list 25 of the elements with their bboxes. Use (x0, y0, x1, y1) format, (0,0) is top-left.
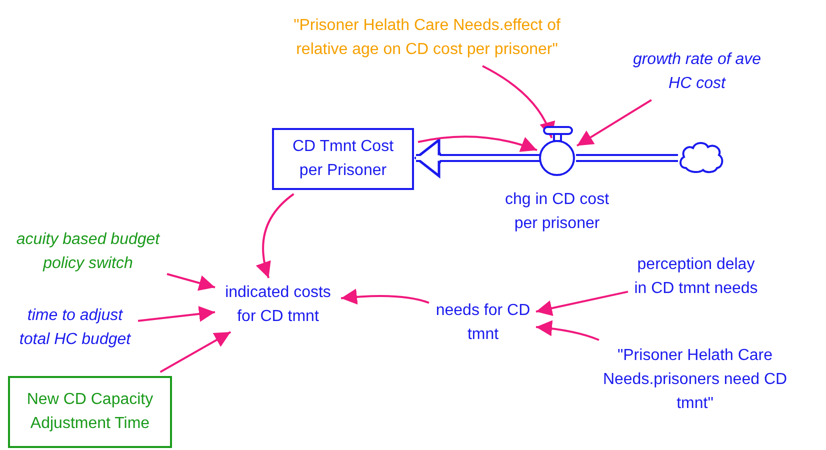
variable-label: "Prisoner Helath Care Needs.prisoners need CD tmnt" (602, 346, 788, 414)
stock-label: New CD Capacity Adjustment Time (26, 390, 154, 434)
variable-label: time to adjust total HC budget (18, 306, 132, 350)
variable-label: indicated costs for CD tmnt (224, 283, 332, 327)
flow-pipe (576, 154, 678, 162)
link-arrow (536, 290, 628, 316)
variable-label: growth rate of ave HC cost (632, 50, 762, 94)
variable-label: needs for CD tmnt (434, 301, 532, 345)
flow-pipe (414, 138, 540, 178)
link-arrow (340, 288, 430, 305)
flow-label: chg in CD cost per prisoner (504, 190, 610, 234)
stock-box (272, 128, 414, 190)
link-arrow (138, 306, 216, 322)
link-arrow (536, 320, 600, 341)
link-arrow (166, 273, 216, 291)
link-arrow (160, 331, 232, 373)
variable-label: acuity based budget policy switch (15, 230, 162, 274)
variable-label: "Prisoner Helath Care Needs.effect of relative age on CD cost per prisoner" (292, 16, 562, 60)
stock-box (8, 376, 172, 448)
link-arrow (418, 136, 538, 152)
link-arrow (576, 99, 652, 147)
variable-label: perception delay in CD tmnt needs (633, 255, 759, 299)
stock-label: CD Tmnt Cost per Prisoner (291, 137, 395, 181)
link-arrow (256, 193, 294, 278)
link-arrow (482, 65, 554, 138)
